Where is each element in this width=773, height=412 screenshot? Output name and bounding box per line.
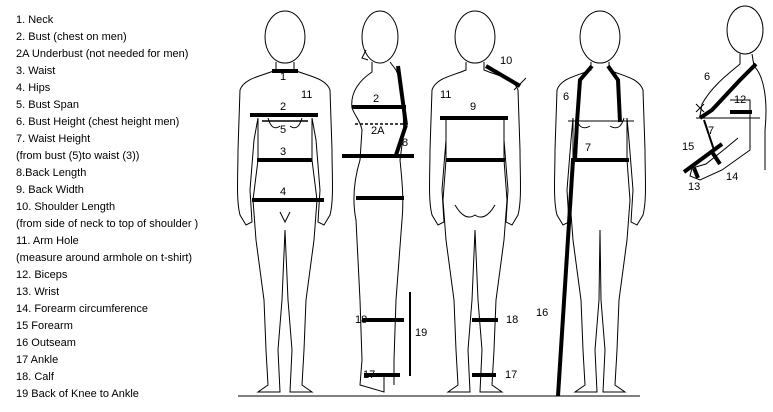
label-fv-waist-height-number: 7: [585, 142, 591, 154]
legend-item-arm-hole: 11. Arm Hole: [16, 235, 79, 247]
label-arm-biceps-number: 12: [734, 94, 746, 106]
label-arm-bust-height-number: 6: [704, 71, 710, 83]
label-side-ankle-number: 17: [363, 369, 375, 381]
legend-item-arm-hole-note: (measure around armhole on t-shirt): [16, 252, 193, 264]
fv-bust-height-right: [606, 64, 622, 123]
legend-item-outseam: 16 Outseam: [16, 337, 76, 349]
front-vertical-number-labels: 6 7: [563, 91, 591, 154]
back-figure: [429, 10, 521, 393]
label-waist-number: 3: [280, 146, 286, 158]
arm-waist-height-line: [703, 119, 715, 151]
legend-item-hips: 4. Hips: [16, 82, 51, 94]
legend-item-waist: 3. Waist: [16, 65, 56, 77]
front-vertical-measure-lines: [556, 64, 629, 397]
label-fv-bust-height-number: 6: [563, 91, 569, 103]
legend-item-forearm: 15 Forearm: [16, 320, 73, 332]
measurement-legend: 1. Neck 2. Bust (chest on men) 2A Underb…: [0, 0, 232, 412]
legend-item-bust-height: 6. Bust Height (chest height men): [16, 116, 180, 128]
label-side-bust-number: 2: [373, 93, 379, 105]
arm-number-labels: 6 12 7 15 14 13: [682, 71, 746, 193]
fv-bust-height-left: [575, 64, 594, 123]
front-number-labels: 1 2 5 3 4 11: [280, 71, 312, 198]
back-buttocks-curve: [454, 204, 496, 218]
fv-head-outline: [579, 10, 621, 64]
legend-item-neck: 1. Neck: [16, 14, 54, 26]
legend-item-back-knee-to-ankle: 19 Back of Knee to Ankle: [16, 388, 139, 400]
side-measure-lines: [342, 65, 414, 377]
front-legs-outline: [252, 118, 318, 393]
label-armhole-number: 11: [301, 89, 312, 101]
label-bust-span-number: 5: [280, 124, 286, 136]
forearm-line: [682, 142, 724, 174]
fv-bust-curves: [575, 117, 625, 129]
shoulder-tick: [513, 77, 527, 91]
label-shoulder-length-number: 10: [500, 55, 512, 67]
label-arm-wrist-number: 13: [688, 181, 700, 193]
front-measure-lines: [250, 69, 324, 202]
fv-waist-height-line: [573, 121, 579, 161]
shoulder-length-line: [484, 64, 522, 88]
label-side-calf-number: 18: [355, 314, 367, 326]
legend-item-biceps: 12. Biceps: [16, 269, 68, 281]
front-figure: [237, 10, 333, 393]
label-back-width-number: 9: [470, 101, 476, 113]
side-body-outline: [351, 61, 405, 393]
front-torso-arms-outline: [237, 62, 333, 226]
label-underbust-number: 2A: [371, 125, 385, 137]
label-back-length-number: 8: [402, 137, 408, 149]
front-bust-curves: [267, 117, 303, 129]
back-length-lower: [394, 124, 408, 156]
legend-item-shoulder-length: 10. Shoulder Length: [16, 201, 116, 213]
back-legs-outline: [442, 118, 508, 393]
front-head-outline: [264, 10, 306, 64]
forearm-circumference-line: [710, 150, 722, 166]
arm-cross-mark: [695, 103, 705, 113]
legend-item-ankle: 17 Ankle: [16, 354, 59, 366]
legend-item-calf: 18. Calf: [16, 371, 54, 383]
legend-item-back-width: 9. Back Width: [16, 184, 84, 196]
outseam-line: [556, 159, 575, 397]
legend-item-back-length: 8.Back Length: [16, 167, 87, 179]
label-neck-number: 1: [280, 71, 286, 83]
label-bust-number: 2: [280, 101, 286, 113]
front-crotch-mark: [279, 211, 291, 224]
legend-item-bust-span: 5. Bust Span: [16, 99, 79, 111]
label-arm-forearm-number: 15: [682, 141, 694, 153]
legend-item-bust: 2. Bust (chest on men): [16, 31, 127, 43]
back-measure-lines: [440, 64, 527, 377]
back-head-outline: [454, 10, 496, 64]
legend-item-waist-height-note: (from bust (5)to waist (3)): [16, 150, 140, 162]
fv-torso-arms-outline: [554, 62, 646, 226]
label-arm-waist-height-number: 7: [708, 125, 714, 137]
legend-item-waist-height: 7. Waist Height: [16, 133, 91, 145]
legend-item-shoulder-length-note: (from side of neck to top of shoulder ): [16, 218, 199, 230]
label-arm-forearm-circumference-number: 14: [726, 171, 738, 183]
legend-item-wrist: 13. Wrist: [16, 286, 60, 298]
label-outseam-number: 16: [536, 307, 548, 319]
arm-head-outline: [726, 5, 764, 55]
label-back-armhole-number: 11: [440, 89, 451, 101]
back-length-upper: [396, 65, 408, 126]
front-vertical-figure: [554, 10, 646, 393]
arm-measure-lines: [682, 62, 758, 179]
arm-bust-height-line: [698, 62, 758, 120]
wrist-line: [692, 167, 700, 179]
label-knee-to-ankle-number: 19: [415, 327, 427, 339]
side-number-labels: 2 2A 8 18 17 19: [355, 93, 427, 381]
legend-item-forearm-circumference: 14. Forearm circumference: [16, 303, 149, 315]
side-head-outline: [361, 10, 399, 64]
back-number-labels: 10 11 9 18 17 16: [440, 55, 548, 381]
label-hips-number: 4: [280, 186, 286, 198]
label-back-ankle-number: 17: [505, 369, 517, 381]
side-nose: [361, 49, 369, 61]
legend-item-underbust: 2A Underbust (not needed for men): [16, 48, 189, 60]
side-figure: [351, 10, 405, 393]
label-back-calf-number: 18: [506, 314, 518, 326]
